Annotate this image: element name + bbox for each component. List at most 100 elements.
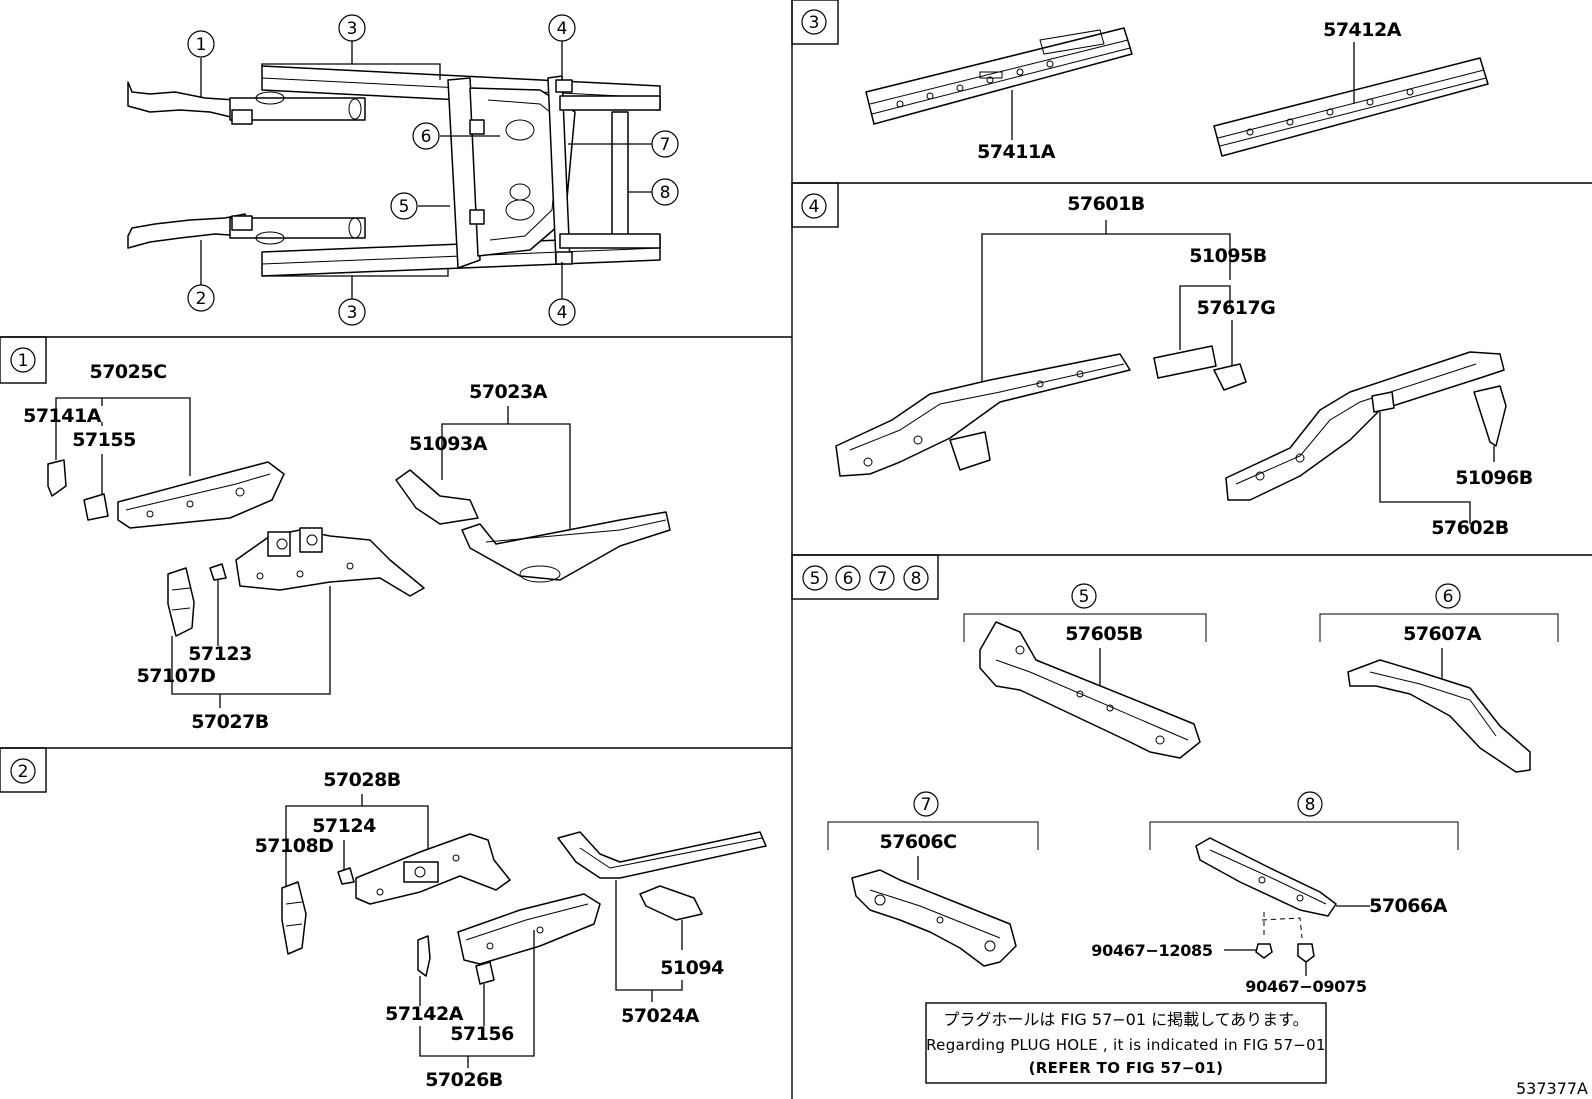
part-57141A-drawing bbox=[47, 459, 67, 497]
part-number-57028B: 57028B bbox=[323, 769, 401, 791]
part-51095B-drawing bbox=[1153, 345, 1217, 379]
note-english: Regarding PLUG HOLE , it is indicated in… bbox=[926, 1036, 1326, 1054]
part-57412A-drawing bbox=[1213, 57, 1489, 157]
part-51093A-drawing bbox=[395, 469, 479, 525]
svg-text:7: 7 bbox=[921, 795, 932, 815]
svg-text:3: 3 bbox=[347, 19, 358, 39]
part-57026B-drawing bbox=[457, 893, 601, 965]
part-57617G-drawing bbox=[1213, 363, 1247, 391]
part-57066A-drawing bbox=[1195, 837, 1337, 917]
svg-text:5: 5 bbox=[1079, 587, 1090, 607]
plug-hole-note: プラグホールは FIG 57−01 に掲載してあります。 Regarding P… bbox=[925, 1002, 1327, 1084]
section-tag-5678: 5 6 7 8 bbox=[791, 554, 939, 600]
part-number-57142A: 57142A bbox=[385, 1003, 464, 1025]
svg-text:6: 6 bbox=[1443, 587, 1454, 607]
part-number-57606C: 57606C bbox=[879, 831, 956, 853]
part-number-57108D: 57108D bbox=[255, 835, 334, 857]
part-57411A-drawing bbox=[865, 27, 1133, 125]
overview-frame-diagram bbox=[127, 65, 661, 277]
svg-text:3: 3 bbox=[347, 303, 358, 323]
section-tag-1: 1 bbox=[0, 336, 47, 384]
svg-text:8: 8 bbox=[911, 569, 922, 589]
section-tag-4: 4 bbox=[791, 182, 839, 228]
part-57156-drawing bbox=[475, 961, 495, 985]
bolt-90467-12085-drawing bbox=[1255, 912, 1303, 959]
part-number-57411A: 57411A bbox=[977, 141, 1056, 163]
part-number-51094: 51094 bbox=[660, 957, 724, 979]
figure-number: 537377A bbox=[1516, 1079, 1588, 1098]
svg-text:8: 8 bbox=[1305, 795, 1316, 815]
note-reference: (REFER TO FIG 57−01) bbox=[1029, 1059, 1224, 1077]
overview-callout-1: 1 bbox=[187, 30, 215, 58]
svg-text:6: 6 bbox=[421, 127, 432, 147]
overview-callout-4-bottom: 4 bbox=[548, 298, 576, 326]
part-number-57155: 57155 bbox=[72, 429, 136, 451]
section-tag-3: 3 bbox=[791, 0, 839, 45]
part-57601B-drawing bbox=[835, 353, 1131, 477]
part-number-57141A: 57141A bbox=[23, 405, 102, 427]
svg-text:1: 1 bbox=[196, 35, 207, 55]
callout-8-group: 8 bbox=[1149, 791, 1459, 850]
svg-text:2: 2 bbox=[196, 289, 207, 309]
part-57107D-drawing bbox=[167, 567, 195, 637]
part-number-57107D: 57107D bbox=[137, 665, 216, 687]
overview-callout-6: 6 bbox=[412, 122, 440, 150]
part-number-57602B: 57602B bbox=[1431, 517, 1509, 539]
part-57607A-drawing bbox=[1347, 659, 1531, 773]
part-number-51093A: 51093A bbox=[409, 433, 488, 455]
part-number-57066A: 57066A bbox=[1369, 895, 1448, 917]
part-51094-drawing bbox=[639, 885, 703, 921]
overview-callout-3-bottom: 3 bbox=[338, 298, 366, 326]
part-57027B-drawing bbox=[235, 527, 425, 597]
overview-callout-7: 7 bbox=[651, 130, 679, 158]
part-number-90467-09075: 90467−09075 bbox=[1245, 977, 1367, 996]
part-number-57123: 57123 bbox=[188, 643, 252, 665]
part-51096B-drawing bbox=[1473, 385, 1507, 447]
bolt-90467-09075-drawing bbox=[1297, 943, 1315, 963]
overview-callout-4-top: 4 bbox=[548, 14, 576, 42]
note-japanese: プラグホールは FIG 57−01 に掲載してあります。 bbox=[943, 1010, 1308, 1029]
part-number-51095B: 51095B bbox=[1189, 245, 1267, 267]
part-number-57607A: 57607A bbox=[1403, 623, 1482, 645]
svg-text:4: 4 bbox=[809, 197, 820, 217]
overview-callout-3-top: 3 bbox=[338, 14, 366, 42]
svg-text:5: 5 bbox=[810, 569, 821, 589]
svg-text:1: 1 bbox=[18, 351, 29, 371]
part-57602B-drawing bbox=[1225, 351, 1505, 501]
part-57155-drawing bbox=[83, 493, 109, 521]
section-tag-2: 2 bbox=[0, 747, 47, 793]
part-57605B-drawing bbox=[979, 621, 1201, 759]
svg-text:7: 7 bbox=[660, 135, 671, 155]
svg-text:7: 7 bbox=[877, 569, 888, 589]
callout-6-group: 6 bbox=[1319, 583, 1559, 642]
part-57123-drawing bbox=[209, 563, 227, 581]
part-number-57027B: 57027B bbox=[191, 711, 269, 733]
part-57024A-drawing bbox=[557, 831, 767, 879]
svg-text:6: 6 bbox=[843, 569, 854, 589]
part-number-57412A: 57412A bbox=[1323, 19, 1402, 41]
part-number-57023A: 57023A bbox=[469, 381, 548, 403]
callout-5-group: 5 bbox=[963, 583, 1207, 642]
overview-callout-8: 8 bbox=[651, 178, 679, 206]
svg-text:3: 3 bbox=[809, 13, 820, 33]
svg-text:4: 4 bbox=[557, 303, 568, 323]
part-number-57024A: 57024A bbox=[621, 1005, 700, 1027]
part-number-57025C: 57025C bbox=[89, 361, 166, 383]
part-number-57617G: 57617G bbox=[1197, 297, 1276, 319]
overview-callout-5: 5 bbox=[390, 192, 418, 220]
part-57142A-drawing bbox=[417, 935, 431, 977]
overview-callout-2: 2 bbox=[187, 284, 215, 312]
part-57028B-drawing bbox=[355, 833, 511, 905]
part-number-90467-12085: 90467−12085 bbox=[1091, 941, 1213, 960]
svg-text:5: 5 bbox=[399, 197, 410, 217]
part-number-57601B: 57601B bbox=[1067, 193, 1145, 215]
part-57124-drawing bbox=[337, 867, 355, 885]
part-57025C-drawing bbox=[117, 461, 285, 529]
part-number-57026B: 57026B bbox=[425, 1069, 503, 1091]
part-number-57605B: 57605B bbox=[1065, 623, 1143, 645]
svg-text:4: 4 bbox=[557, 19, 568, 39]
callout-7-group: 7 bbox=[827, 791, 1039, 850]
svg-text:2: 2 bbox=[18, 762, 29, 782]
part-57606C-drawing bbox=[851, 869, 1017, 967]
